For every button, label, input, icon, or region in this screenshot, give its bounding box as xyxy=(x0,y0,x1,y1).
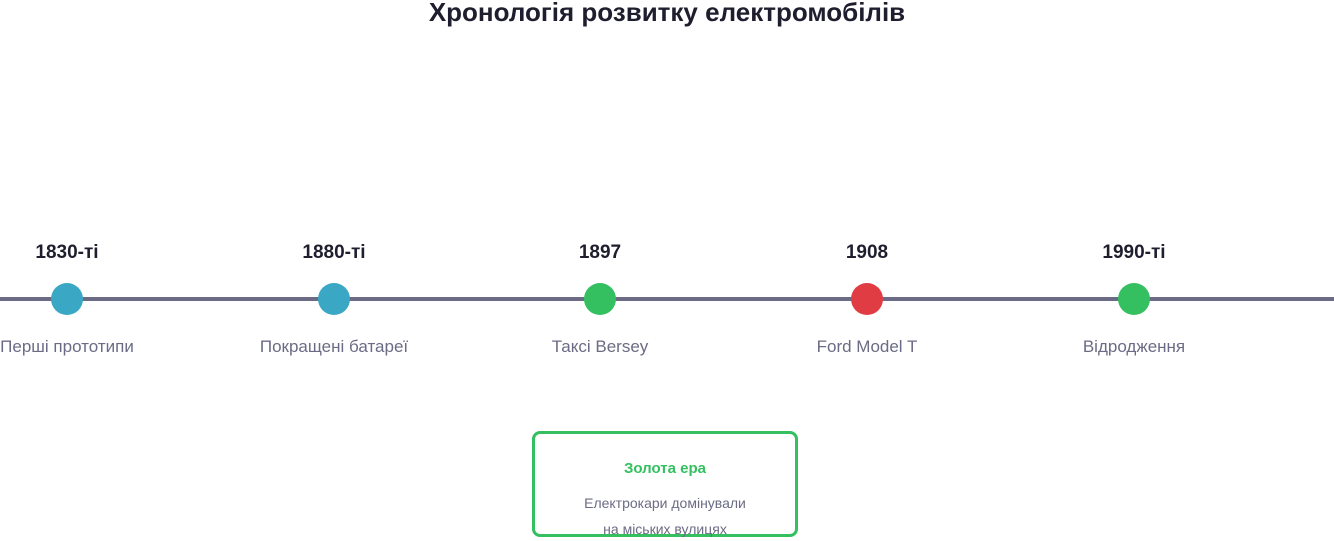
event-label: Перші прототипи xyxy=(0,337,134,356)
event-marker xyxy=(851,283,883,315)
event-label: Таксі Bersey xyxy=(551,337,649,356)
event-year: 1908 xyxy=(845,242,889,263)
event-marker xyxy=(1118,283,1150,315)
event-marker xyxy=(318,283,350,315)
event-year: 1830-ті xyxy=(35,242,99,263)
event-year: 1880-ті xyxy=(302,242,366,263)
event-label: Покращені батареї xyxy=(259,337,409,356)
event-year: 1990-ті xyxy=(1102,242,1166,263)
timeline-axis xyxy=(0,297,1334,301)
callout-text-line-1: Електрокари домінували xyxy=(584,495,746,511)
golden-era-callout: Золота ера Електрокари домінували на міс… xyxy=(532,431,798,537)
event-label: Відродження xyxy=(1082,337,1186,356)
event-label: Ford Model T xyxy=(816,337,918,356)
event-marker xyxy=(51,283,83,315)
event-year: 1897 xyxy=(578,242,622,263)
diagram-title: Хронологія розвитку електромобілів xyxy=(428,0,906,27)
event-marker xyxy=(584,283,616,315)
callout-text-line-2: на міських вулицях xyxy=(603,521,727,537)
callout-title: Золота ера xyxy=(623,460,706,477)
